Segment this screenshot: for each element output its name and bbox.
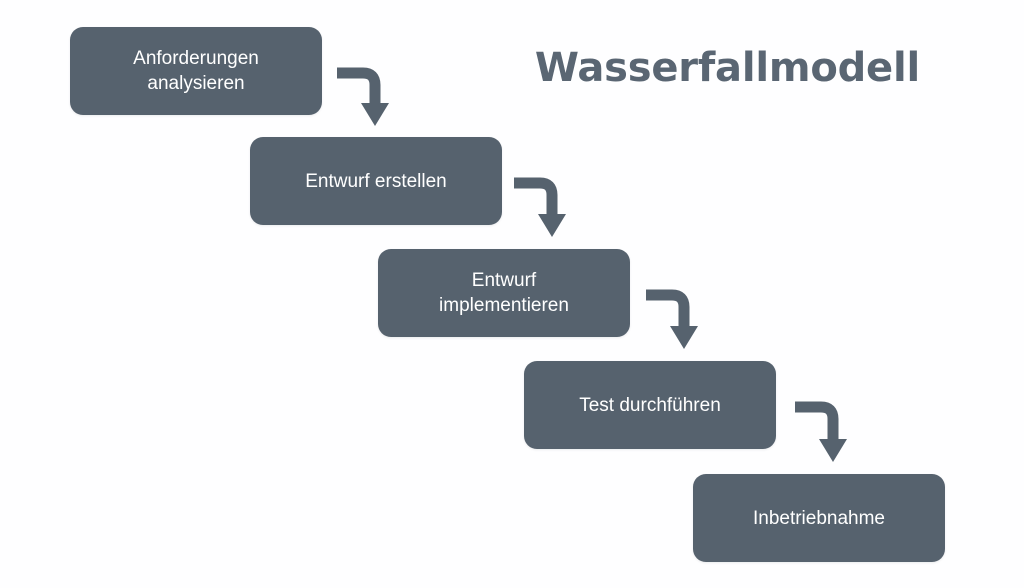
step-box-test-durchfuehren[interactable]: Test durchführen [524,361,776,449]
step-box-inbetriebnahme[interactable]: Inbetriebnahme [693,474,945,562]
connector-arrowhead-1 [361,103,389,126]
connector-arrow-4 [795,401,839,440]
step-label: Test durchführen [579,394,721,416]
step-box-entwurf-erstellen[interactable]: Entwurf erstellen [250,137,502,225]
step-label: Entwurf implementieren [439,270,569,316]
connector-arrow-1 [337,67,381,104]
step-label: Anforderungen analysieren [133,48,259,94]
step-box-entwurf-implementieren[interactable]: Entwurf implementieren [378,249,630,337]
diagram-title: Wasserfallmodell [534,45,920,91]
step-box-anforderungen-analysieren[interactable]: Anforderungen analysieren [70,27,322,115]
connector-arrowhead-2 [538,214,566,237]
connector-arrow-2 [514,177,558,215]
connector-arrowhead-4 [819,439,847,462]
connector-arrow-3 [646,289,690,327]
connector-arrowhead-3 [670,326,698,349]
step-label: Inbetriebnahme [752,507,886,529]
step-label: Entwurf erstellen [305,170,447,192]
